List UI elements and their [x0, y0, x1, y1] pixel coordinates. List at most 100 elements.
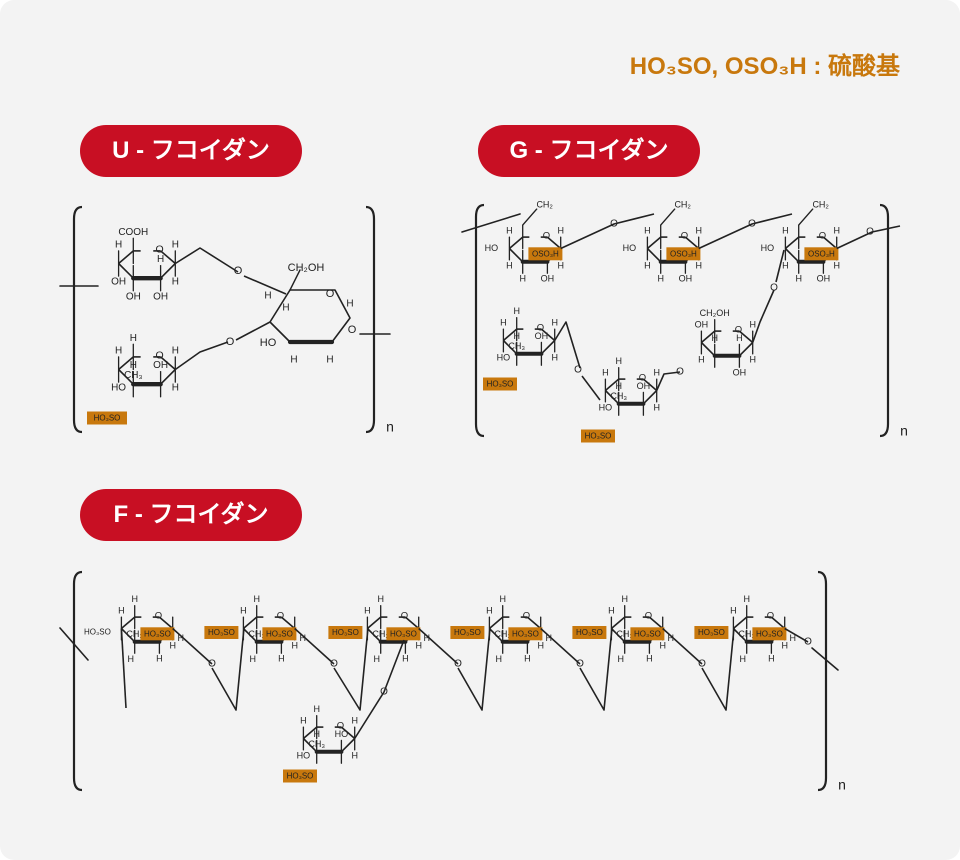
ring-oxygen-label: O [155, 611, 162, 622]
ring-bond [700, 330, 716, 344]
ring-bond [242, 616, 258, 630]
ring-bond [120, 627, 136, 643]
substituent-label: CH₂OH [700, 308, 730, 318]
atom-label: H [789, 633, 796, 643]
atom-label: H [495, 654, 502, 664]
chain-end-bond [461, 213, 521, 233]
substituent-label: HO [623, 243, 637, 253]
bridge-oxygen-label: O [676, 367, 684, 378]
substituent-label: H [415, 640, 422, 650]
substituent-label: H [486, 605, 493, 615]
sulfate-group-tag: HO₃SO [450, 626, 485, 639]
glycosidic-bond [211, 627, 245, 711]
substituent-label: OH [817, 274, 831, 284]
ring-bond [646, 247, 662, 263]
sulfate-tag-label: HO₃SO [390, 629, 417, 638]
substituent-label: H [551, 317, 558, 327]
substituent-label: H [659, 640, 666, 650]
sulfate-group-tag: HO₃SO [581, 429, 615, 443]
atom-label: H [667, 633, 674, 643]
substituent-label: H [621, 594, 628, 604]
sulfate-group-tag: HO₃SO [694, 626, 729, 639]
substituent-label: OH [541, 274, 555, 284]
substituent-label: H [768, 654, 775, 664]
substituent-label: H [157, 254, 164, 265]
atom-label: H [177, 633, 184, 643]
atom-label: H [739, 654, 746, 664]
sulfate-group-tag: HO₃SO [87, 411, 127, 425]
sulfate-group-legend: HO₃SO, OSO₃H : 硫酸基 [629, 53, 900, 80]
substituent-label: H [653, 402, 660, 412]
repeat-count-label: n [900, 423, 908, 439]
bridge-oxygen-label: O [208, 659, 216, 670]
substituent-label: CH₂ [674, 199, 691, 209]
sulfate-tag-box [572, 626, 607, 639]
sulfate-group-tag: HO₃SO [386, 627, 421, 641]
substituent-label: H [749, 354, 756, 364]
ring-bond [610, 616, 626, 630]
ring-bond [648, 616, 664, 630]
substituent-label: H [557, 225, 564, 235]
substituent-label: H [749, 319, 756, 329]
bridge-oxygen-label: O [804, 637, 812, 648]
sulfate-group-tag: HO₃SO [483, 377, 517, 391]
sulfate-tag-box [204, 626, 239, 639]
sulfate-tag-label: OSO₃H [532, 249, 559, 258]
sugar-ring [700, 330, 754, 358]
glycosidic-bond [120, 628, 127, 709]
substituent-label: H [608, 605, 615, 615]
glycosidic-bond [836, 225, 901, 250]
sulfate-tag-box [508, 627, 543, 641]
sugar-ring [118, 250, 176, 281]
ring-bond [732, 627, 748, 643]
substituent-label: HO [497, 352, 511, 362]
substituent-label: H [377, 594, 384, 604]
sulfate-tag-box [581, 429, 615, 443]
sulfate-group-tag: HO₃SO [283, 769, 317, 783]
glycosidic-bond [174, 247, 239, 273]
sulfate-tag-box [87, 411, 127, 425]
substituent-label: H [115, 240, 122, 251]
ring-bond [684, 236, 700, 250]
ring-oxygen-label: O [639, 373, 646, 384]
substituent-label: H [278, 654, 285, 664]
substituent-label: OH [153, 360, 168, 371]
g-fucoidan-badge: G - フコイダン [478, 125, 700, 177]
sulfate-group-tag: HO₃SO [328, 626, 363, 639]
ring-oxygen-label: O [337, 721, 344, 732]
ring-bond [540, 339, 556, 355]
repeat-count-label: n [838, 777, 846, 793]
repeat-bracket-left [474, 203, 485, 438]
sulfate-tag-label: HO₃SO [512, 629, 539, 638]
sulfate-tag-label: HO₃SO [94, 414, 121, 423]
sugar-ring [604, 378, 658, 406]
substituent-bond [798, 208, 814, 226]
sulfate-group-tag: HO₃SO [204, 626, 239, 639]
glycosidic-bond [418, 627, 459, 665]
glycosidic-bond [751, 289, 775, 343]
sulfate-group-tag: HO₃SO [508, 627, 543, 641]
sulfate-group-tag: OSO₃H [666, 247, 701, 261]
substituent-label: H [364, 605, 371, 615]
atom-label: H [299, 633, 306, 643]
sulfate-tag-label: HO₃SO [266, 629, 293, 638]
substituent-label: H [615, 356, 622, 366]
sulfate-tag-label: HO₃SO [208, 628, 235, 637]
substituent-label: H [782, 225, 789, 235]
sulfate-tag-label: OSO₃H [808, 249, 835, 258]
substituent-label: H [644, 225, 651, 235]
ring-oxygen-label: O [735, 325, 742, 336]
ring-bond [118, 356, 134, 371]
sulfate-tag-box [804, 247, 839, 261]
ring-bond [732, 616, 748, 630]
ring-oxygen-label: O [543, 231, 550, 242]
substituent-label: H [506, 225, 513, 235]
substituent-label: CH₃ [738, 629, 755, 639]
ring-bond [646, 236, 662, 250]
sulfate-tag-box [528, 247, 563, 261]
substituent-label: H [240, 605, 247, 615]
furanose-ring [269, 289, 351, 343]
sulfate-tag-label: HO₃SO [454, 628, 481, 637]
substituent-bond [522, 208, 538, 226]
